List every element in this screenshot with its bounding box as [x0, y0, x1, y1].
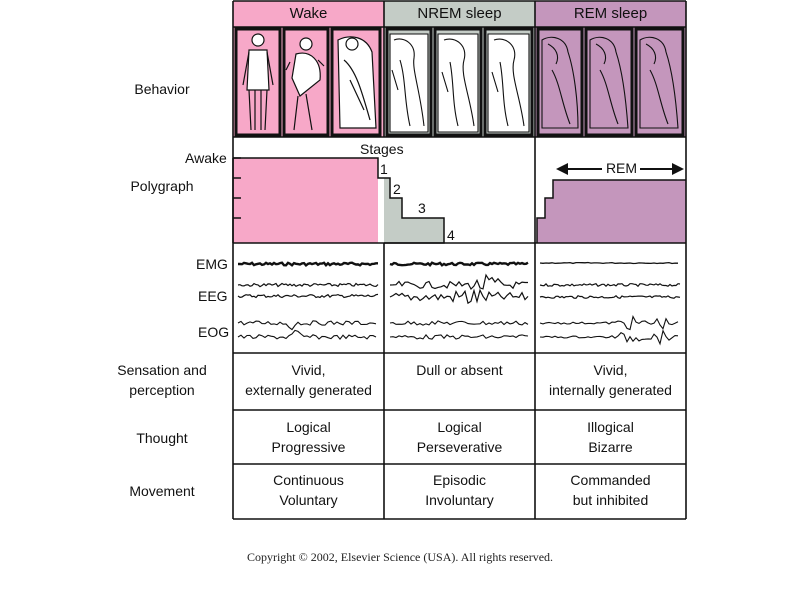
stage-number-4: 4 [447, 227, 455, 243]
column-header-wake: Wake [289, 5, 328, 22]
eeg-traces [237, 273, 681, 305]
rem-period-label: REM [603, 160, 640, 176]
eog-traces [237, 314, 679, 346]
sensation-wake-line2: externally generated [245, 382, 372, 398]
header-bg-wake [233, 1, 384, 27]
row-label-behavior: Behavior [134, 81, 190, 97]
standing-figure-icon [242, 33, 274, 131]
header-bg-nrem [384, 1, 535, 27]
movement-nrem-line2: Involuntary [425, 492, 494, 508]
sensation-wake-line1: Vivid, [291, 362, 326, 378]
emg-traces [238, 261, 679, 268]
sleep-stages-diagram [232, 0, 687, 520]
thought-rem-line2: Bizarre [588, 439, 633, 455]
thought-nrem: Logical Perseverative [384, 417, 535, 457]
sensation-nrem-line1: Dull or absent [416, 362, 503, 378]
thought-wake-line1: Logical [286, 419, 331, 435]
movement-nrem: Episodic Involuntary [384, 470, 535, 510]
hypnogram-wake-fill [233, 158, 378, 243]
rem-sleeper-icon [541, 36, 679, 129]
nrem-sleeper-icon [389, 33, 530, 133]
sensation-wake: Vivid, externally generated [233, 360, 384, 400]
thought-rem: Illogical Bizarre [535, 417, 686, 457]
stage-number-1: 1 [380, 161, 388, 177]
row-label-thought: Thought [136, 430, 188, 446]
lying-figure-icon [337, 36, 377, 129]
movement-wake-line1: Continuous [273, 472, 344, 488]
movement-wake: Continuous Voluntary [233, 470, 384, 510]
thought-rem-line1: Illogical [587, 419, 634, 435]
behavior-frames [234, 27, 685, 137]
stages-label: Stages [360, 141, 404, 157]
table-grid [232, 0, 687, 520]
signal-label-eeg: EEG [198, 288, 228, 304]
turning-figure-icon [285, 37, 325, 131]
sensation-nrem: Dull or absent [384, 360, 535, 380]
column-header-rem: REM sleep [573, 5, 648, 22]
thought-wake: Logical Progressive [233, 417, 384, 457]
hypnogram-nrem-fill [384, 178, 444, 243]
thought-nrem-line1: Logical [437, 419, 482, 435]
copyright-notice: Copyright © 2002, Elsevier Science (USA)… [246, 550, 554, 564]
hypnogram-rem-fill [537, 180, 686, 243]
signal-label-emg: EMG [196, 256, 228, 272]
movement-nrem-line1: Episodic [433, 472, 486, 488]
stage-number-2: 2 [393, 181, 401, 197]
sensation-rem: Vivid, internally generated [535, 360, 686, 400]
movement-rem-line1: Commanded [570, 472, 651, 488]
header-bg-rem [535, 1, 686, 27]
row-label-polygraph: Polygraph [130, 178, 194, 194]
column-header-nrem: NREM sleep [417, 5, 502, 22]
thought-nrem-line2: Perseverative [416, 439, 503, 455]
row-label-sensation: Sensation and perception [96, 360, 228, 400]
rem-double-arrow-icon [556, 163, 684, 175]
sensation-rem-line1: Vivid, [593, 362, 628, 378]
row-label-sensation-line1: Sensation and [117, 362, 207, 378]
row-label-movement: Movement [129, 483, 195, 499]
sensation-rem-line2: internally generated [549, 382, 672, 398]
movement-rem-line2: but inhibited [572, 492, 649, 508]
thought-wake-line2: Progressive [271, 439, 346, 455]
movement-rem: Commanded but inhibited [535, 470, 686, 510]
awake-label: Awake [185, 150, 227, 166]
hypnogram-line [233, 157, 686, 244]
signal-label-eog: EOG [198, 324, 230, 340]
row-label-sensation-line2: perception [129, 382, 195, 398]
stage-number-3: 3 [418, 200, 426, 216]
movement-wake-line2: Voluntary [279, 492, 338, 508]
